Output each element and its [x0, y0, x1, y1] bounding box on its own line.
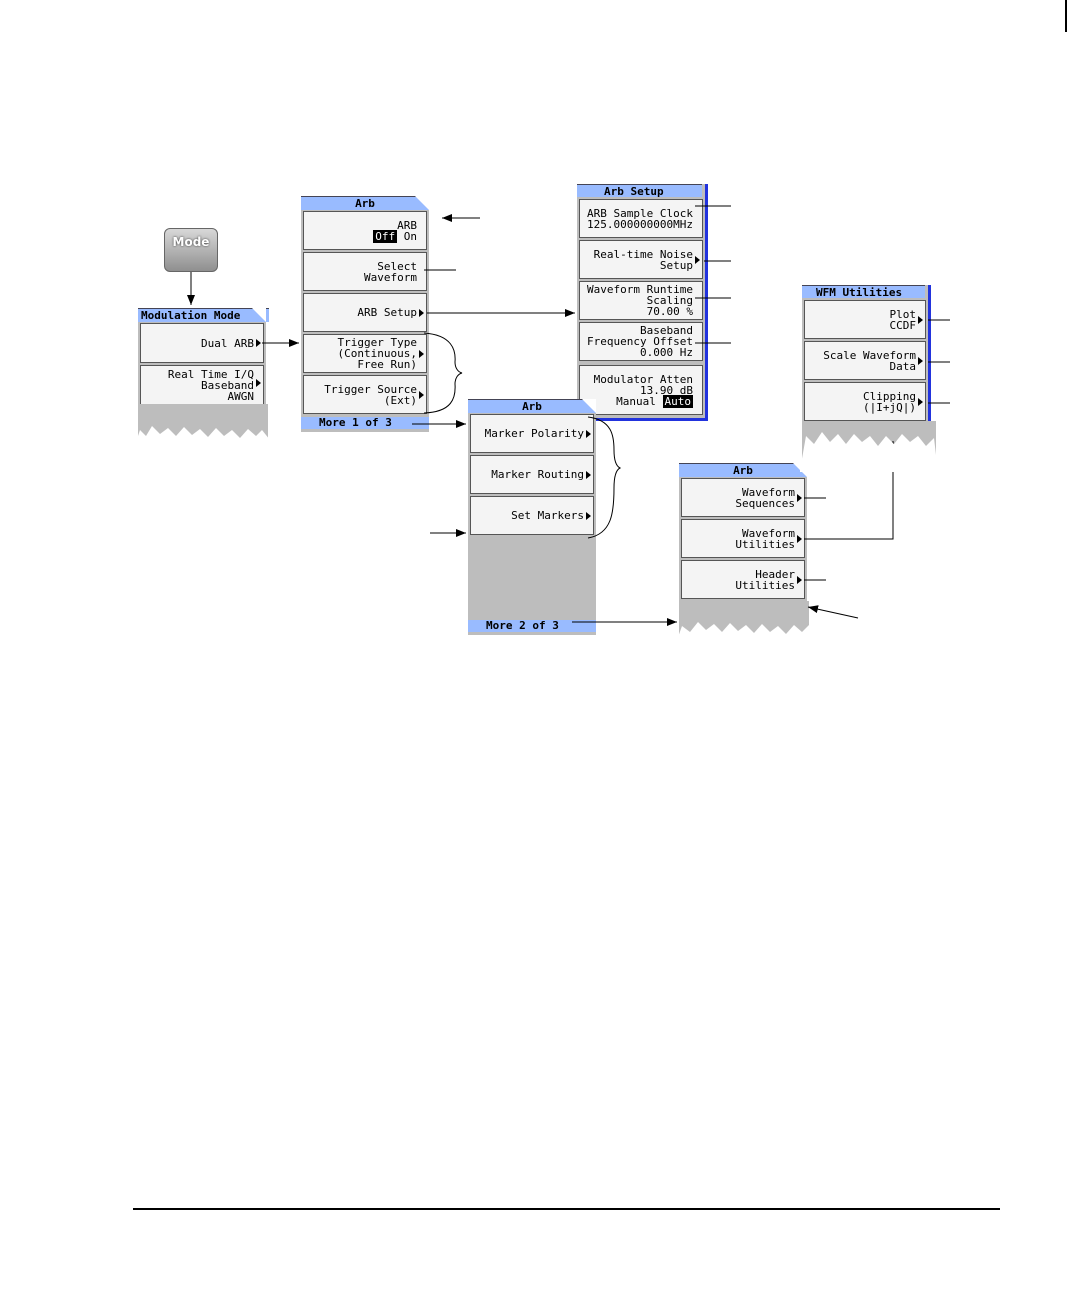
torn-edge-shape — [677, 622, 812, 642]
auto-state: Auto — [662, 394, 693, 408]
header-utilities-softkey[interactable]: Header Utilities — [681, 560, 805, 599]
submenu-arrow-icon — [918, 315, 923, 324]
trigger-source-softkey[interactable]: Trigger Source (Ext) — [303, 375, 427, 414]
more-1-of-3-softkey[interactable]: More 1 of 3 — [301, 417, 429, 429]
submenu-arrow-icon — [797, 493, 802, 502]
real-time-noise-setup-softkey[interactable]: Real-time Noise Setup — [579, 240, 703, 279]
wfm-utilities-title: WFM Utilities — [802, 285, 925, 299]
trigger-brace — [423, 332, 463, 414]
mode-hardkey[interactable]: Mode — [164, 228, 218, 272]
scale-waveform-data-softkey[interactable]: Scale Waveform Data — [804, 341, 926, 380]
torn-edge-shape — [800, 432, 938, 472]
submenu-arrow-icon — [419, 308, 424, 317]
arb-menu-page-1: Arb ARB Off On Select Waveform ARB Setup… — [301, 196, 429, 432]
marker-routing-softkey[interactable]: Marker Routing — [470, 455, 594, 494]
arb-on-off-softkey[interactable]: ARB Off On — [303, 211, 427, 250]
modulation-mode-menu: Modulation Mode Dual ARB Real Time I/Q B… — [138, 308, 269, 406]
page-edge-line — [1065, 0, 1067, 32]
marker-brace — [587, 416, 622, 539]
select-waveform-softkey[interactable]: Select Waveform — [303, 252, 427, 291]
arb-on-state: On — [403, 229, 417, 243]
arb-menu-page-2: Arb Marker Polarity Marker Routing Set M… — [468, 399, 596, 635]
footer-rule — [133, 1208, 1000, 1210]
arb-setup-softkey[interactable]: ARB Setup — [303, 293, 427, 332]
waveform-runtime-scaling-softkey[interactable]: Waveform Runtime Scaling 70.00 % — [579, 281, 703, 320]
arb-off-state: Off — [373, 229, 398, 243]
arb-menu-2-title: Arb — [468, 399, 596, 413]
arb-setup-menu: Arb Setup ARB Sample Clock 125.000000000… — [577, 184, 708, 421]
marker-polarity-softkey[interactable]: Marker Polarity — [470, 414, 594, 453]
arb-menu-title: Arb — [301, 196, 429, 210]
submenu-arrow-icon — [695, 255, 700, 264]
modulator-atten-softkey[interactable]: Modulator Atten 13.90 dB Manual Auto — [579, 365, 703, 415]
arb-sample-clock-softkey[interactable]: ARB Sample Clock 125.000000000MHz — [579, 199, 703, 238]
submenu-arrow-icon — [419, 349, 424, 358]
manual-state: Manual — [616, 394, 656, 408]
submenu-arrow-icon — [797, 534, 802, 543]
submenu-arrow-icon — [918, 356, 923, 365]
waveform-utilities-softkey[interactable]: Waveform Utilities — [681, 519, 805, 558]
more-2-of-3-softkey[interactable]: More 2 of 3 — [468, 620, 596, 632]
submenu-arrow-icon — [586, 429, 591, 438]
modulation-mode-title: Modulation Mode — [138, 308, 269, 322]
clipping-softkey[interactable]: Clipping (|I+jQ|) — [804, 382, 926, 421]
torn-edge-shape — [136, 426, 270, 446]
waveform-utilities-to-wfm-arrow — [804, 441, 897, 540]
wfm-utilities-menu: WFM Utilities Plot CCDF Scale Waveform D… — [802, 285, 931, 424]
plot-ccdf-softkey[interactable]: Plot CCDF — [804, 300, 926, 339]
real-time-iq-baseband-softkey[interactable]: Real Time I/Q Baseband AWGN — [140, 365, 264, 405]
submenu-arrow-icon — [256, 339, 261, 347]
submenu-arrow-icon — [586, 470, 591, 479]
torn-edge-callout — [807, 605, 859, 619]
submenu-arrow-icon — [797, 575, 802, 584]
arb-menu-3-title: Arb — [679, 463, 807, 477]
arb-setup-title: Arb Setup — [577, 184, 702, 198]
submenu-arrow-icon — [256, 379, 261, 388]
set-markers-softkey[interactable]: Set Markers — [470, 496, 594, 535]
baseband-frequency-offset-softkey[interactable]: Baseband Frequency Offset 0.000 Hz — [579, 322, 703, 361]
trigger-type-softkey[interactable]: Trigger Type (Continuous, Free Run) — [303, 334, 427, 373]
submenu-arrow-icon — [586, 511, 591, 520]
submenu-arrow-icon — [419, 390, 424, 399]
submenu-arrow-icon — [918, 397, 923, 406]
